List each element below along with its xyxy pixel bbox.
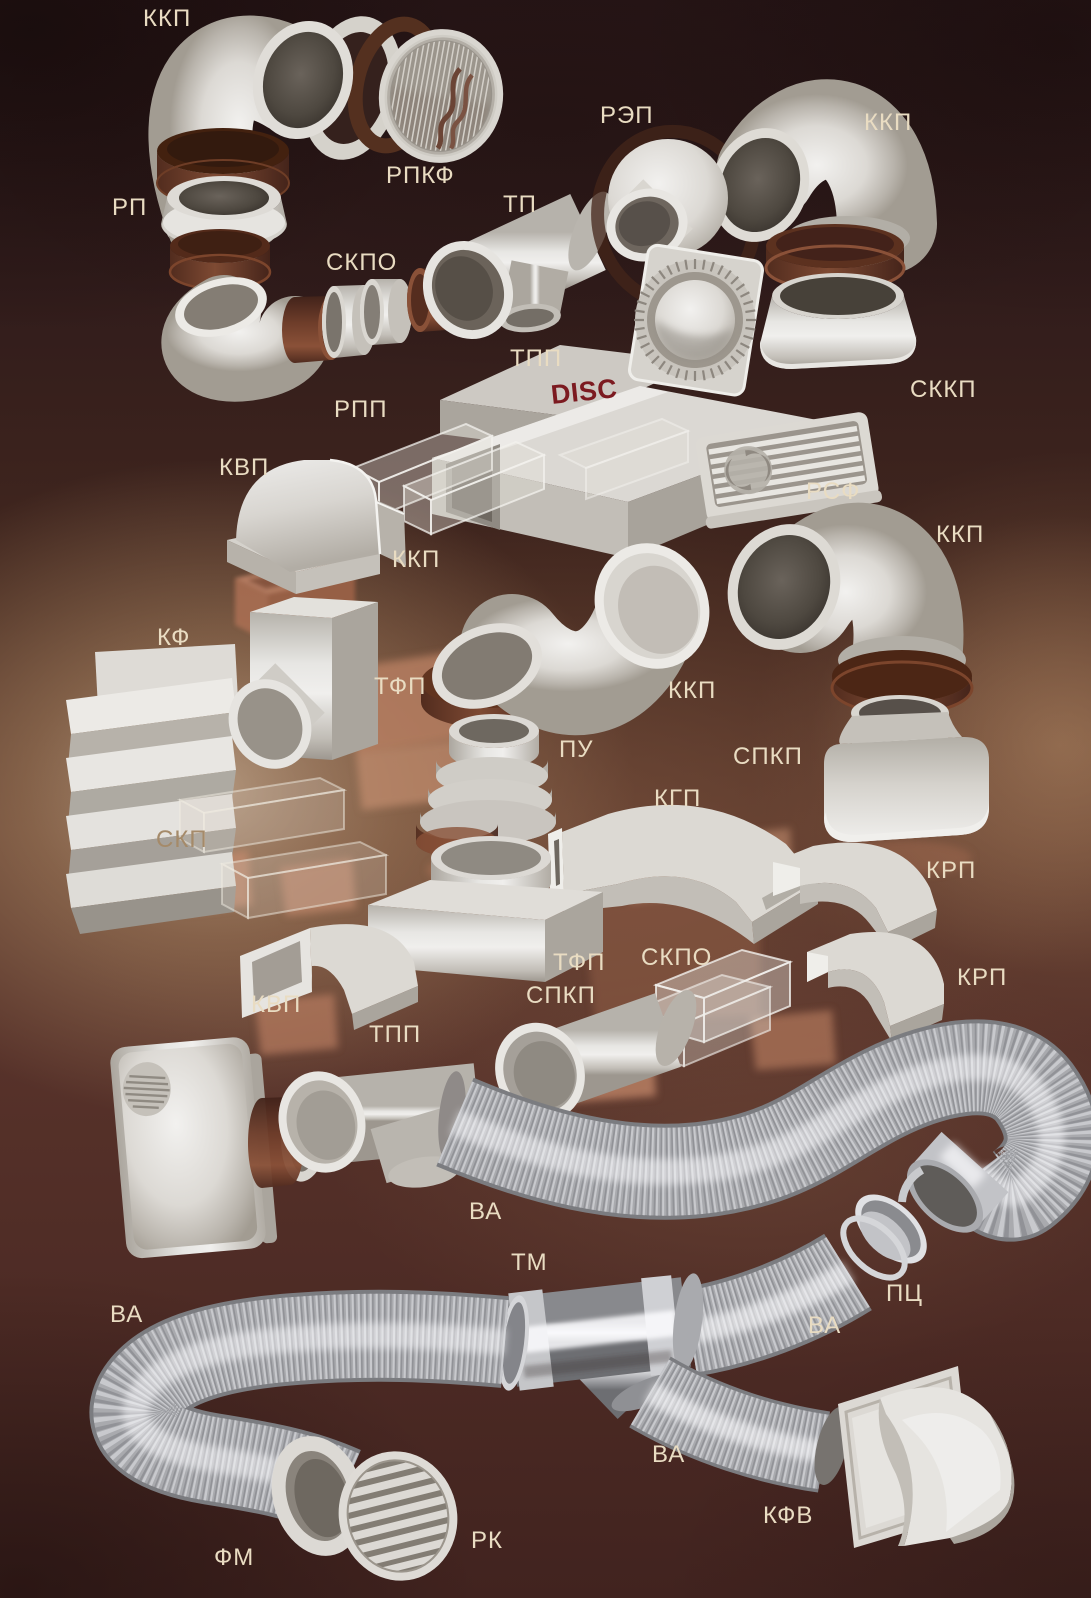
- svg-text:ККП: ККП: [668, 677, 716, 704]
- svg-text:ВА: ВА: [469, 1198, 502, 1225]
- svg-text:РПКФ: РПКФ: [386, 162, 455, 189]
- svg-text:ТФП: ТФП: [553, 949, 605, 976]
- svg-text:КВП: КВП: [251, 991, 301, 1018]
- svg-text:СКПО: СКПО: [326, 249, 397, 276]
- svg-text:DISC: DISC: [549, 373, 618, 410]
- svg-text:КРП: КРП: [957, 964, 1007, 991]
- svg-text:КВП: КВП: [219, 454, 269, 481]
- svg-text:РЭП: РЭП: [600, 102, 654, 129]
- svg-text:СПКП: СПКП: [526, 982, 596, 1009]
- svg-text:СКП: СКП: [156, 826, 208, 853]
- svg-text:ТП: ТП: [503, 191, 537, 218]
- svg-text:РП: РП: [112, 194, 147, 221]
- svg-text:ТФП: ТФП: [374, 673, 426, 700]
- svg-text:РК: РК: [471, 1527, 503, 1554]
- svg-text:ПУ: ПУ: [559, 736, 594, 763]
- svg-text:ТПП: ТПП: [369, 1021, 421, 1048]
- svg-text:ККП: ККП: [143, 5, 191, 32]
- svg-text:КГП: КГП: [654, 785, 701, 812]
- svg-text:ВА: ВА: [652, 1441, 685, 1468]
- svg-text:ККП: ККП: [864, 109, 912, 136]
- svg-text:ККП: ККП: [392, 546, 440, 573]
- svg-text:КРП: КРП: [926, 857, 976, 884]
- svg-text:ККП: ККП: [936, 521, 984, 548]
- svg-text:РПП: РПП: [334, 396, 388, 423]
- svg-text:ФМ: ФМ: [214, 1544, 254, 1571]
- svg-text:СККП: СККП: [910, 376, 977, 403]
- svg-text:СПКП: СПКП: [733, 743, 803, 770]
- svg-text:КФ: КФ: [157, 624, 190, 651]
- svg-text:РСФ: РСФ: [806, 478, 860, 505]
- svg-text:ВА: ВА: [110, 1301, 143, 1328]
- svg-text:ТПП: ТПП: [510, 345, 562, 372]
- svg-text:ВА: ВА: [808, 1312, 841, 1339]
- svg-text:КФВ: КФВ: [763, 1502, 813, 1529]
- svg-text:СКПО: СКПО: [641, 944, 712, 971]
- svg-text:ТМ: ТМ: [511, 1249, 548, 1276]
- svg-text:ПЦ: ПЦ: [886, 1280, 923, 1307]
